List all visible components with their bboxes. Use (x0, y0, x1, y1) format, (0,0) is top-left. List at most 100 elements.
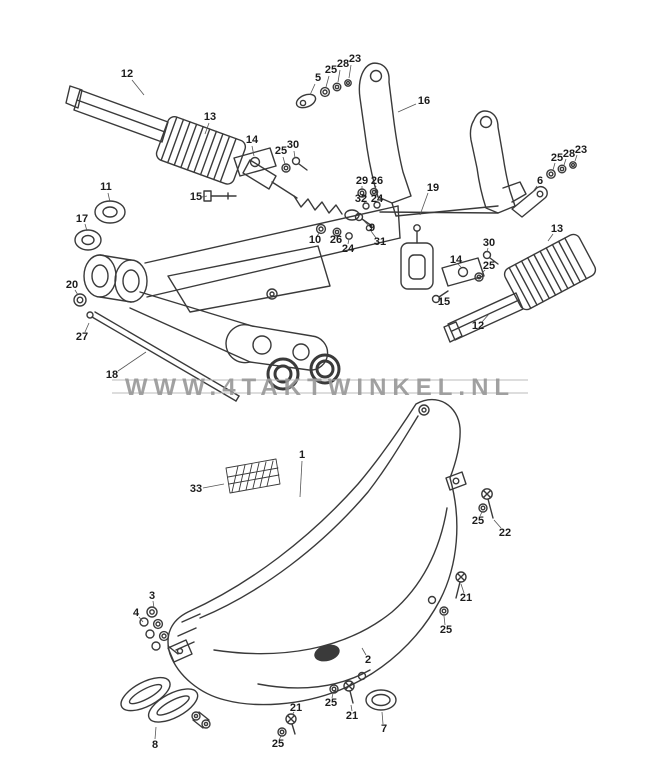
part-leader-line (325, 75, 330, 88)
right-footrest-rubber (503, 233, 597, 311)
part-label-12: 12 (121, 68, 133, 80)
part-label-20: 20 (66, 279, 78, 291)
part-leader-line (493, 519, 502, 529)
part-leader-line (251, 145, 255, 157)
left-mount-plate (233, 147, 308, 177)
part-leader-line (443, 615, 446, 626)
part-leader-line (547, 233, 554, 242)
part-label-25: 25 (325, 64, 337, 76)
part-leader-line (457, 263, 462, 268)
warning-sticker (225, 458, 281, 494)
shock-top-link (295, 79, 352, 109)
part-label-18: 18 (106, 369, 118, 381)
watermark-text: WWW.4TAKTWINKEL.NL (125, 374, 515, 401)
part-label-30: 30 (287, 139, 299, 151)
part-leader-line (74, 289, 79, 296)
part-leader-line (331, 692, 334, 699)
part-label-13: 13 (551, 223, 563, 235)
part-leader-line (337, 69, 341, 83)
part-label-10: 10 (309, 234, 321, 246)
part-label-26: 26 (330, 234, 342, 246)
part-leader-line (574, 154, 578, 162)
part-leader-line (374, 185, 377, 190)
part-leader-line (531, 185, 538, 194)
part-leader-line (335, 234, 338, 238)
part-label-13: 13 (204, 111, 216, 123)
left-pivot-bolt (203, 190, 237, 202)
part-label-22: 22 (499, 527, 511, 539)
pivot-rod (73, 293, 240, 402)
part-label-28: 28 (563, 148, 575, 160)
brake-arm (511, 161, 577, 218)
part-label-1: 1 (299, 449, 305, 461)
part-label-14: 14 (450, 254, 463, 266)
part-label-23: 23 (349, 53, 361, 65)
part-label-2: 2 (365, 654, 371, 666)
part-leader-line (138, 616, 144, 623)
part-leader-line (278, 735, 282, 741)
part-leader-line (362, 200, 366, 204)
part-leader-line (152, 600, 155, 609)
part-label-16: 16 (418, 95, 430, 107)
part-leader-line (480, 269, 486, 275)
part-leader-line (117, 351, 147, 372)
chain-joint (191, 711, 211, 729)
part-leader-line (202, 483, 225, 489)
part-label-15: 15 (438, 296, 450, 308)
part-label-14: 14 (246, 134, 259, 146)
part-leader-line (370, 230, 377, 239)
chain-guard (167, 398, 467, 706)
part-leader-line (563, 158, 567, 166)
part-leader-line (204, 122, 210, 135)
swingarm (83, 205, 401, 371)
part-label-31: 31 (374, 236, 386, 248)
part-leader-line (419, 192, 429, 216)
part-leader-line (299, 460, 303, 498)
part-label-3: 3 (149, 590, 155, 602)
part-label-21: 21 (460, 592, 472, 604)
part-label-23: 23 (575, 144, 587, 156)
chain-guard-assembly-drawing (120, 398, 494, 737)
part-leader-line (316, 231, 321, 237)
part-label-9: 9 (369, 222, 375, 234)
part-label-7: 7 (381, 723, 387, 735)
part-leader-line (552, 162, 556, 171)
part-leader-line (131, 79, 145, 96)
part-label-25: 25 (440, 624, 452, 636)
part-leader-line (460, 583, 465, 594)
part-label-25: 25 (551, 152, 563, 164)
part-leader-line (84, 322, 90, 333)
part-label-6: 6 (537, 175, 543, 187)
pivot-bushings (74, 200, 126, 251)
part-label-12: 12 (472, 320, 484, 332)
part-leader-line (481, 313, 490, 323)
part-leader-line (361, 647, 367, 656)
part-label-25: 25 (472, 515, 484, 527)
part-leader-line (479, 511, 483, 517)
part-label-29: 29 (356, 175, 368, 187)
left-footrest-rubber (155, 115, 247, 185)
rear-shock-spring (242, 159, 360, 221)
part-label-25: 25 (272, 738, 284, 750)
part-leader-line (363, 220, 370, 227)
part-leader-line (347, 238, 350, 245)
left-footrest-bar (65, 85, 169, 143)
guard-screws (277, 488, 494, 737)
part-label-30: 30 (483, 237, 495, 249)
part-label-8: 8 (152, 739, 158, 751)
part-label-28: 28 (337, 58, 349, 70)
stopper-rubbers (266, 353, 341, 391)
part-leader-line (282, 156, 286, 165)
inspection-cap (365, 689, 397, 711)
part-label-21: 21 (346, 710, 358, 722)
part-label-26: 26 (371, 175, 383, 187)
part-leader-line (309, 83, 316, 96)
part-label-15: 15 (190, 191, 202, 203)
part-label-25: 25 (275, 145, 287, 157)
part-leader-line (348, 64, 352, 79)
right-footrest-bar (443, 292, 524, 343)
part-leader-line (84, 223, 88, 232)
